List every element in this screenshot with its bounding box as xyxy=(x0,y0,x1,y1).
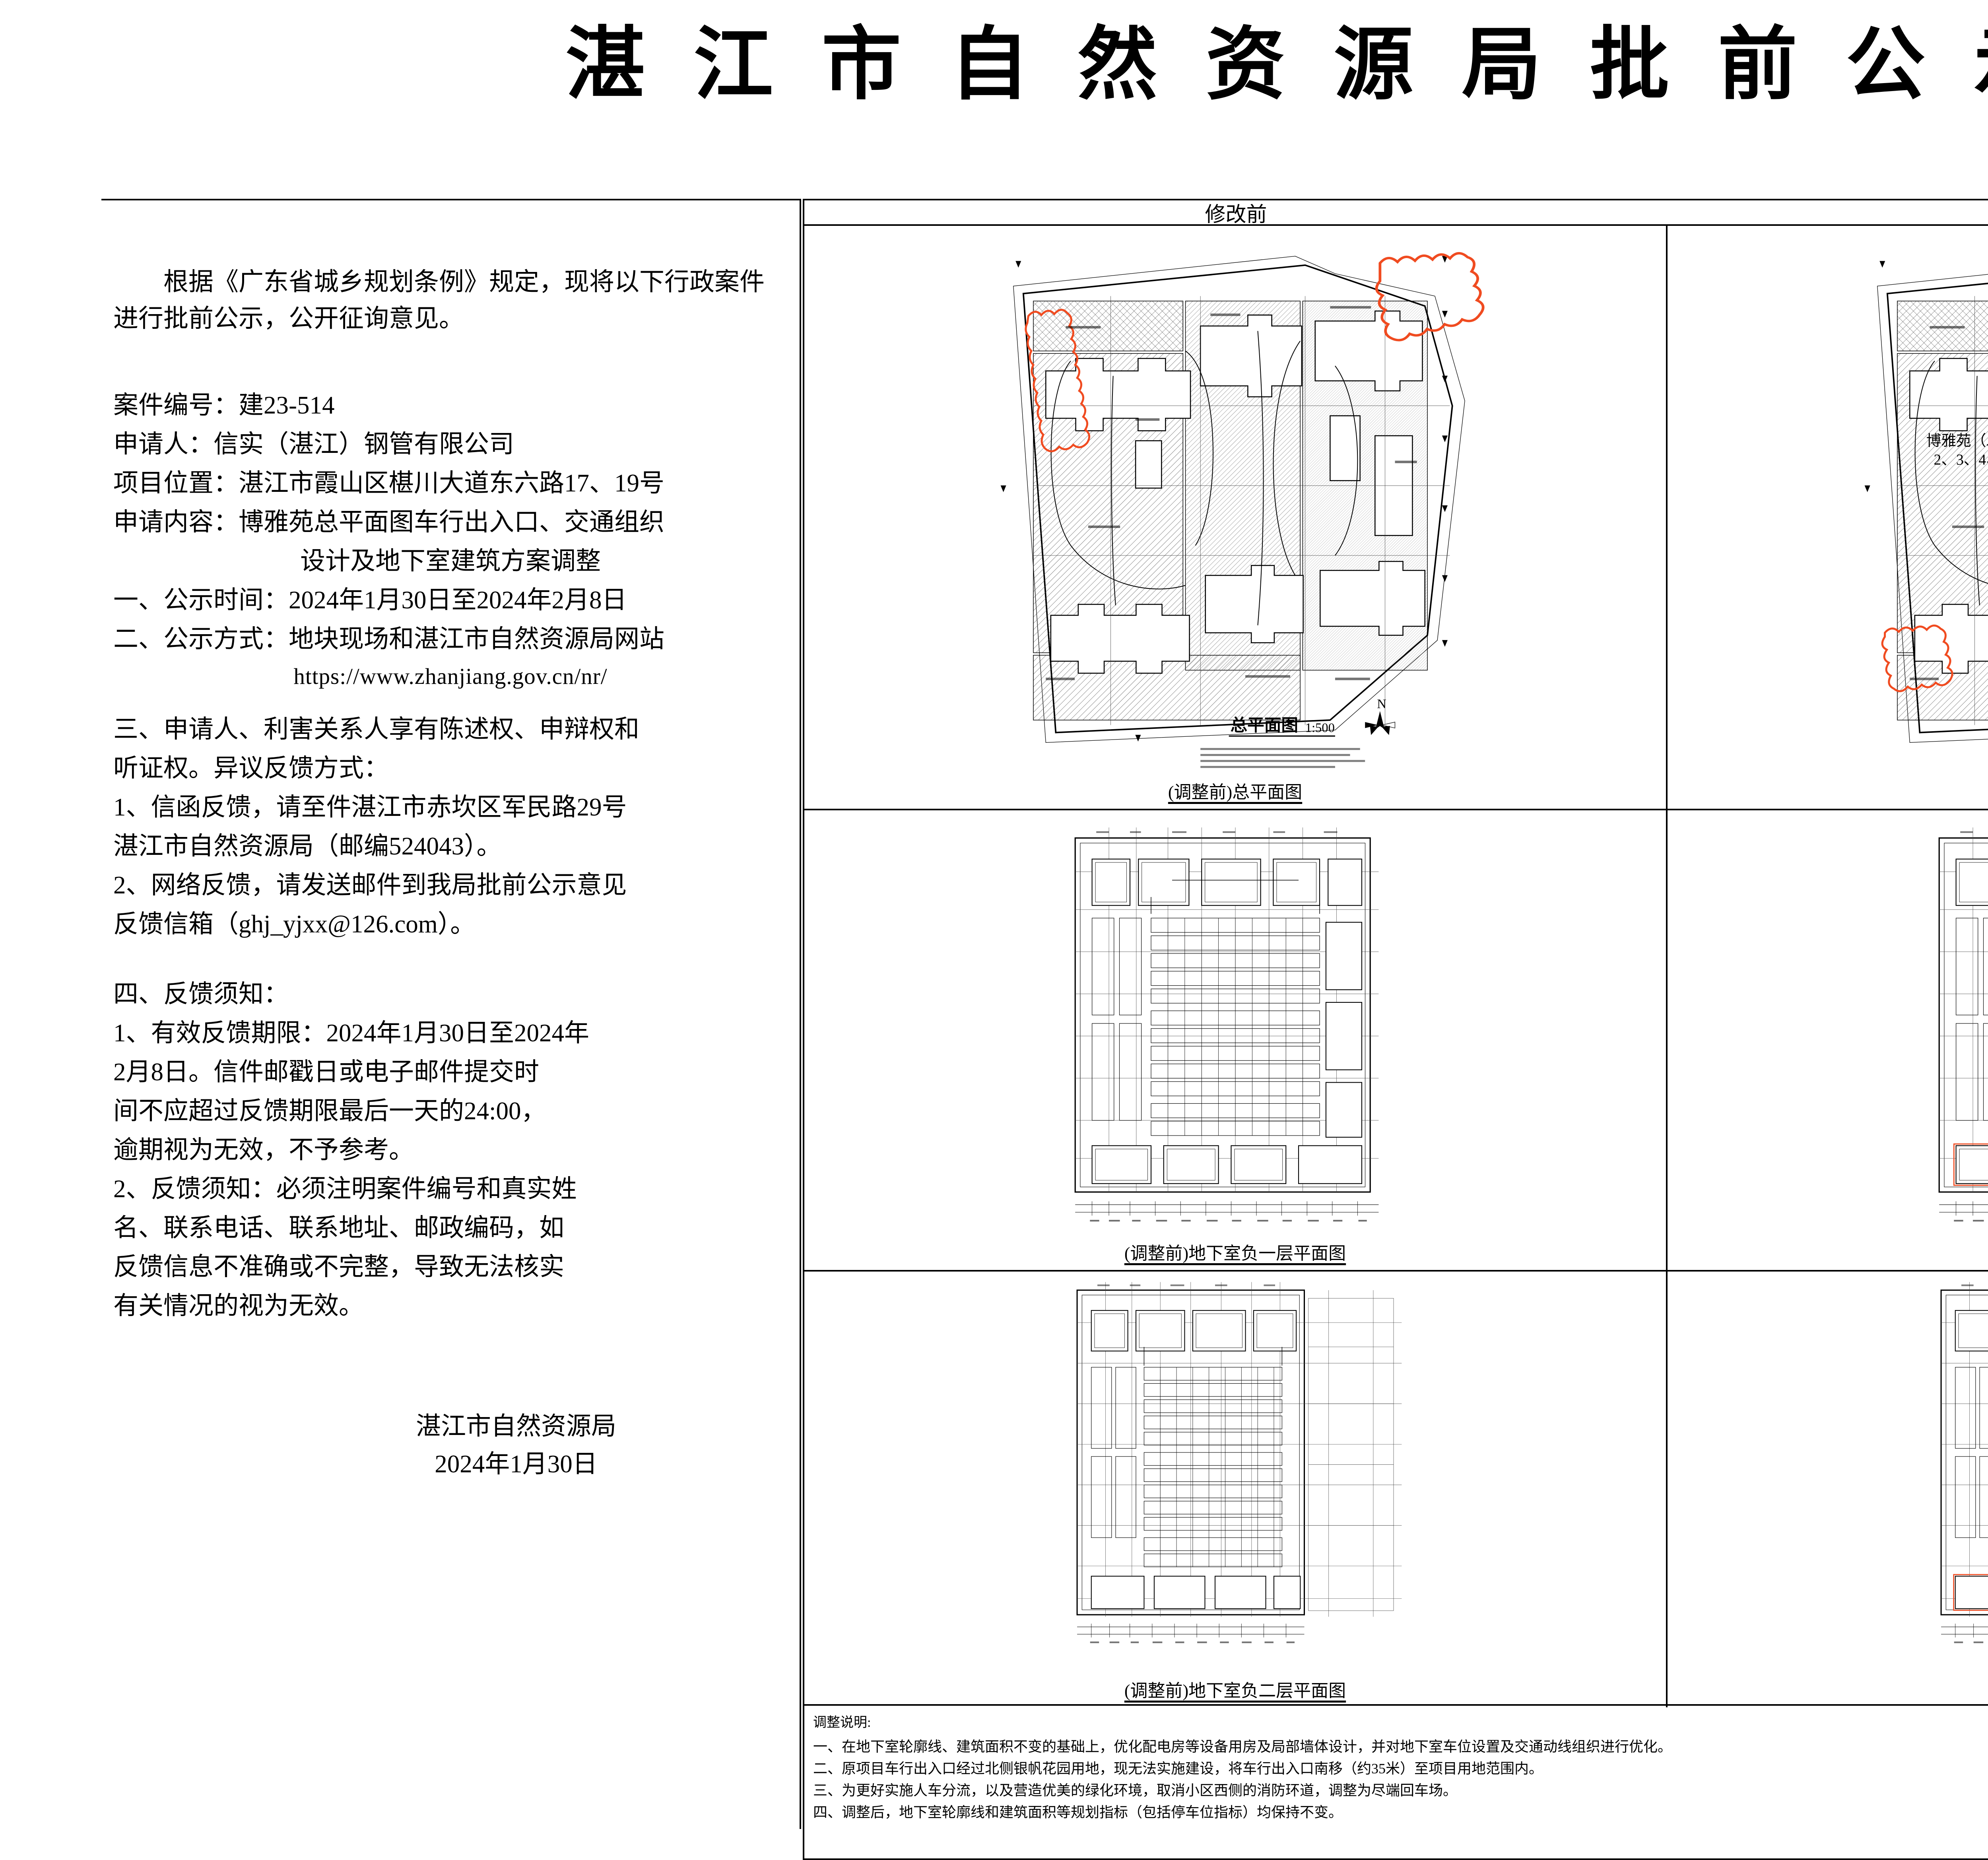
case-number-row: 案件编号：建23-514 xyxy=(113,387,788,424)
section-2-url: https://www.zhanjiang.gov.cn/nr/ xyxy=(293,664,608,689)
content-value-line1: 博雅苑总平面图车行出入口、交通组织 xyxy=(239,508,664,536)
adjustment-notes-title: 调整说明: xyxy=(813,1715,871,1730)
caption-basement-b1-before: (调整前)地下室负一层平面图 xyxy=(1124,1244,1346,1263)
cell-basement-b2-after: (调整后)地下室负二层平面图 xyxy=(1668,1270,1988,1707)
basement-b2-after-drawing xyxy=(1668,1272,1988,1674)
basement-b2-after-svg xyxy=(1940,1282,1988,1643)
section-4-heading: 四、反馈须知： xyxy=(113,980,289,1008)
section-1-period: 一、公示时间：2024年1月30日至2024年2月8日 xyxy=(113,586,627,614)
section-3-rights-line2: 听证权。异议反馈方式： xyxy=(113,754,389,782)
site-plan-before-drawing: 总平面图 1:500 N xyxy=(804,226,1666,775)
revision-markup-b2 xyxy=(1953,1574,1988,1611)
section-4-item1-line4: 逾期视为无效，不予参考。 xyxy=(113,1136,414,1164)
section-4-item2-line2: 名、联系电话、联系地址、邮政编码，如 xyxy=(113,1213,564,1242)
signature-date: 2024年1月30日 xyxy=(435,1450,598,1478)
cell-basement-b1-before: (调整前)地下室负一层平面图 xyxy=(804,809,1668,1270)
section-4-item1-line1: 1、有效反馈期限：2024年1月30日至2024年 xyxy=(113,1019,589,1047)
applicant-row: 申请人：信实（湛江）钢管有限公司 xyxy=(113,426,788,463)
signature-organization: 湛江市自然资源局 xyxy=(416,1412,616,1441)
basement-b1-after-svg xyxy=(1938,827,1988,1222)
location-value: 湛江市霞山区椹川大道东六路17、19号 xyxy=(239,469,664,497)
location-label: 项目位置： xyxy=(113,469,239,497)
section-4-item1-line2: 2月8日。信件邮戳日或电子邮件提交时 xyxy=(113,1058,539,1086)
adjustment-notes-block: 调整说明: 一、在地下室轮廓线、建筑面积不变的基础上，优化配电房等设备用房及局部… xyxy=(803,1704,1988,1860)
content-label: 申请内容： xyxy=(113,508,239,536)
parking-stalls xyxy=(1955,918,1988,1121)
cell-site-plan-after: 博雅苑（二期） 2、3、4、5栋 博雅苑（一期） 1、6、7栋 xyxy=(1668,224,1988,809)
parking-stalls xyxy=(1091,1367,1282,1567)
adjustment-note-2: 二、原项目车行出入口经过北侧银帆花园用地，现无法实施建设，将车行出入口南移（约3… xyxy=(813,1760,1543,1777)
section-3-item1-line2: 湛江市自然资源局（邮编524043）。 xyxy=(113,832,502,860)
site-plan-before-titleblock: 总平面图 1:500 xyxy=(1229,716,1335,737)
parking-stalls xyxy=(1091,918,1320,1136)
site-plan-after-svg: 博雅苑（二期） 2、3、4、5栋 博雅苑（一期） 1、6、7栋 xyxy=(1864,261,1988,743)
section-3-item1-line1: 1、信函反馈，请至件湛江市赤坎区军民路29号 xyxy=(113,793,627,821)
adjustment-note-1: 一、在地下室轮廓线、建筑面积不变的基础上，优化配电房等设备用房及局部墙体设计，并… xyxy=(813,1739,1672,1755)
parking-stalls xyxy=(1955,1367,1988,1538)
section-4-item2-line4: 有关情况的视为无效。 xyxy=(113,1291,364,1320)
section-4-item2-line3: 反馈信息不准确或不完整，导致无法核实 xyxy=(113,1252,564,1281)
basement-b2-before-svg xyxy=(1076,1282,1402,1643)
section-4-item1-line3: 间不应超过反馈期限最后一天的24:00， xyxy=(113,1097,546,1125)
site-plan-after-drawing: 博雅苑（二期） 2、3、4、5栋 博雅苑（一期） 1、6、7栋 xyxy=(1668,226,1988,775)
cell-site-plan-before: 总平面图 1:500 N xyxy=(804,224,1668,809)
notice-intro: 根据《广东省城乡规划条例》规定，现将以下行政案件进行批前公示，公开征询意见。 xyxy=(113,268,765,332)
basement-b1-after-drawing xyxy=(1668,810,1988,1237)
section-3-item2-line1: 2、网络反馈，请发送邮件到我局批前公示意见 xyxy=(113,871,627,899)
phase2-label-line1: 博雅苑（二期） xyxy=(1926,433,1988,449)
location-row: 项目位置：湛江市霞山区椹川大道东六路17、19号 xyxy=(113,465,788,502)
phase-labels: 博雅苑（二期） 2、3、4、5栋 博雅苑（一期） 1、6、7栋 xyxy=(1926,433,1988,468)
cell-basement-b1-after: (调整后)地下室负一层平面图 xyxy=(1668,809,1988,1270)
page-title: 湛 江 市 自 然 资 源 局 批 前 公 示 xyxy=(565,21,1988,109)
basement-b2-before-drawing xyxy=(804,1272,1666,1674)
applicant-value: 信实（湛江）钢管有限公司 xyxy=(214,430,514,458)
phase2-label-line2: 2、3、4、5栋 xyxy=(1934,452,1988,468)
case-number-label: 案件编号： xyxy=(113,391,239,419)
svg-text:1:500: 1:500 xyxy=(1305,721,1334,735)
basement-b1-before-drawing xyxy=(804,810,1666,1237)
adjustment-note-3: 三、为更好实施人车分流，以及营造优美的绿化环境，取消小区西侧的消防环道，调整为尽… xyxy=(813,1782,1458,1798)
column-header-after: 修改后 xyxy=(1668,200,1988,224)
section-4-item2-line1: 2、反馈须知：必须注明案件编号和真实姓 xyxy=(113,1175,577,1203)
north-arrow-icon: N xyxy=(1365,697,1395,735)
column-header-before: 修改前 xyxy=(1205,203,1267,226)
revision-cloud-after xyxy=(1881,624,1953,692)
content-value-line2: 设计及地下室建筑方案调整 xyxy=(300,547,601,575)
signature-block: 湛江市自然资源局 2024年1月30日 xyxy=(113,1408,788,1483)
caption-basement-b2-before: (调整前)地下室负二层平面图 xyxy=(1124,1681,1346,1701)
cell-basement-b2-before: (调整前)地下室负二层平面图 xyxy=(804,1270,1668,1707)
applicant-label: 申请人： xyxy=(113,430,214,458)
drawings-comparison-grid: 修改前 修改后 xyxy=(803,199,1988,1707)
content-row: 申请内容：博雅苑总平面图车行出入口、交通组织 xyxy=(113,504,788,541)
section-3-item2-line2: 反馈信箱（ghj_yjxx@126.com）。 xyxy=(113,910,476,938)
revision-markup-b1 xyxy=(1953,1143,1988,1186)
caption-site-plan-before: (调整前)总平面图 xyxy=(1168,782,1303,802)
site-plan-before-svg: 总平面图 1:500 N xyxy=(1000,252,1484,768)
svg-text:总平面图: 总平面图 xyxy=(1230,716,1298,735)
basement-b1-before-svg xyxy=(1074,827,1378,1222)
adjustment-note-4: 四、调整后，地下室轮廓线和建筑面积等规划指标（包括停车位指标）均保持不变。 xyxy=(813,1804,1343,1820)
case-number-value: 建23-514 xyxy=(239,391,335,419)
notice-text-column: 根据《广东省城乡规划条例》规定，现将以下行政案件进行批前公示，公开征询意见。 案… xyxy=(101,199,801,1829)
svg-text:N: N xyxy=(1377,697,1386,711)
section-2-method: 二、公示方式：地块现场和湛江市自然资源局网站 xyxy=(113,625,664,653)
section-3-rights-line1: 三、申请人、利害关系人享有陈述权、申辩权和 xyxy=(113,715,639,743)
